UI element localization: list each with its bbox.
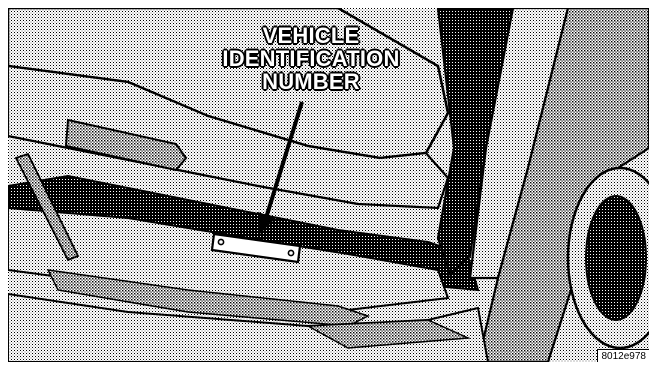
callout-line-3: NUMBER <box>261 69 360 94</box>
door-frame <box>476 8 649 362</box>
callout-line-1: VEHICLE <box>262 23 360 48</box>
dashboard-vent <box>64 118 188 172</box>
side-mirror-glass <box>585 195 647 321</box>
dashboard-face <box>8 64 450 210</box>
callout-line-2: IDENTIFICATION <box>222 46 401 71</box>
fender-edge <box>305 319 471 349</box>
leader-arrow-icon <box>258 101 304 236</box>
vin-callout-label: VEHICLE IDENTIFICATION NUMBER <box>196 23 426 94</box>
vin-location-illustration <box>8 8 649 362</box>
cowl-groove <box>46 269 370 327</box>
wiper-arm <box>14 152 80 262</box>
vin-plate-icon <box>210 232 302 264</box>
figure-id-label: 8012e978 <box>596 349 649 362</box>
